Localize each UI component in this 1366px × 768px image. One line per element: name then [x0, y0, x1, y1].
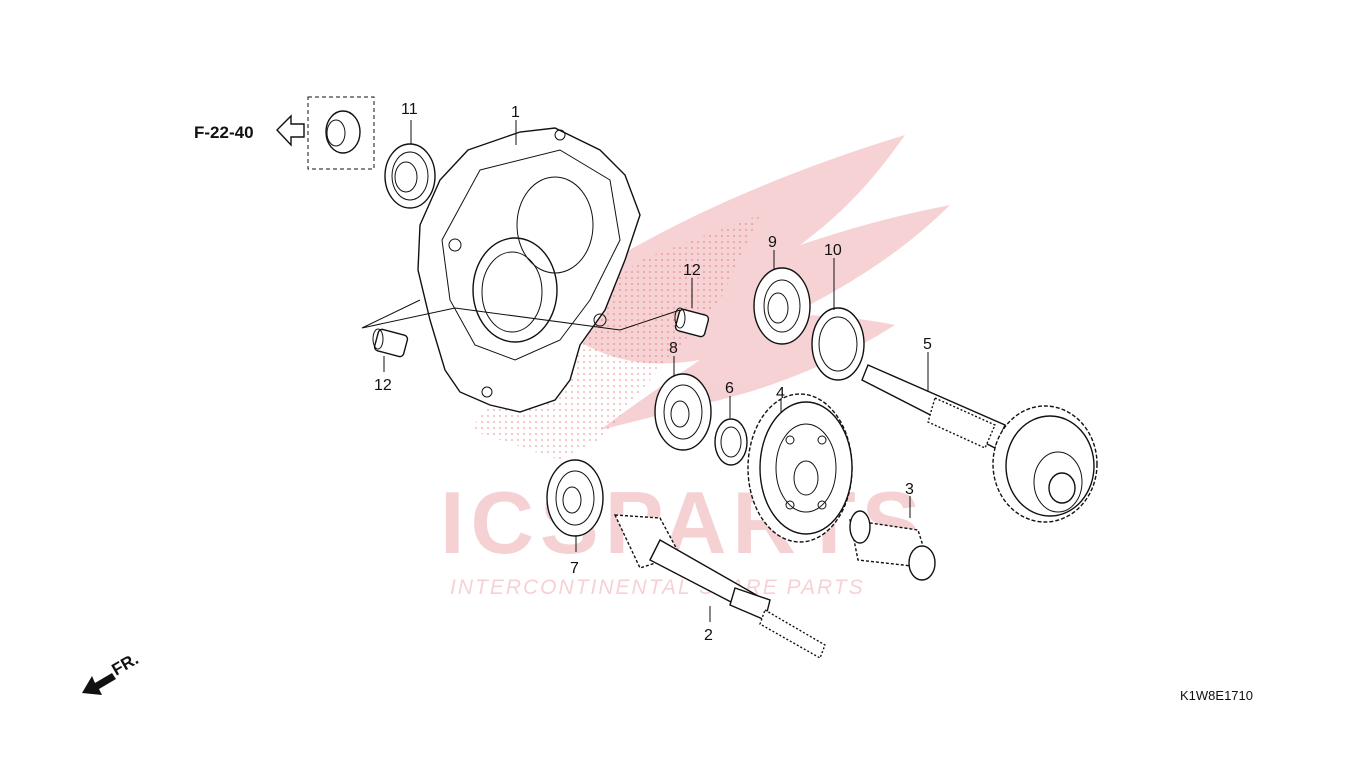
callout-1: 1 — [511, 104, 520, 121]
leader-lines — [361, 120, 929, 622]
callout-5: 5 — [923, 336, 932, 353]
callout-2: 2 — [704, 627, 713, 644]
callout-9: 9 — [768, 234, 777, 251]
callout-10: 10 — [824, 242, 842, 259]
watermark-tagline: INTERCONTINENTAL SPARE PARTS — [450, 576, 865, 599]
part-8-bearing — [654, 373, 712, 451]
part-3-pinion — [849, 510, 936, 581]
reference-bearing-icon — [325, 110, 361, 154]
front-arrow-icon — [82, 673, 116, 695]
callout-3: 3 — [905, 481, 914, 498]
callout-6: 6 — [725, 380, 734, 397]
callout-4: 4 — [776, 385, 785, 402]
part-5-shaft — [861, 364, 1098, 523]
part-1-case-cover — [417, 127, 641, 413]
front-label: FR. — [109, 649, 142, 679]
callout-numbers: 1 2 3 4 5 6 7 8 9 10 11 12 12 — [374, 101, 932, 644]
callout-12-right: 12 — [683, 262, 701, 279]
callout-12-left: 12 — [374, 377, 392, 394]
callout-11: 11 — [401, 101, 418, 118]
callout-7: 7 — [570, 560, 579, 577]
part-12-dowel-pin-left — [372, 328, 409, 358]
reference-group[interactable]: F-22-40 — [194, 96, 375, 170]
part-7-bearing — [546, 459, 604, 537]
diagram-code: K1W8E1710 — [1180, 688, 1253, 703]
reference-box — [307, 96, 375, 170]
part-6-washer — [714, 418, 748, 466]
part-11-oil-seal — [384, 143, 436, 209]
reference-label[interactable]: F-22-40 — [194, 123, 254, 142]
part-2-drive-shaft — [613, 514, 826, 660]
front-direction-indicator: FR. — [82, 649, 142, 695]
part-10-seal — [811, 307, 865, 381]
part-9-bearing — [753, 267, 811, 345]
part-12-dowel-pin-right — [674, 307, 710, 338]
reference-arrow-icon — [276, 114, 305, 147]
callout-8: 8 — [669, 340, 678, 357]
part-4-gear — [747, 393, 853, 543]
